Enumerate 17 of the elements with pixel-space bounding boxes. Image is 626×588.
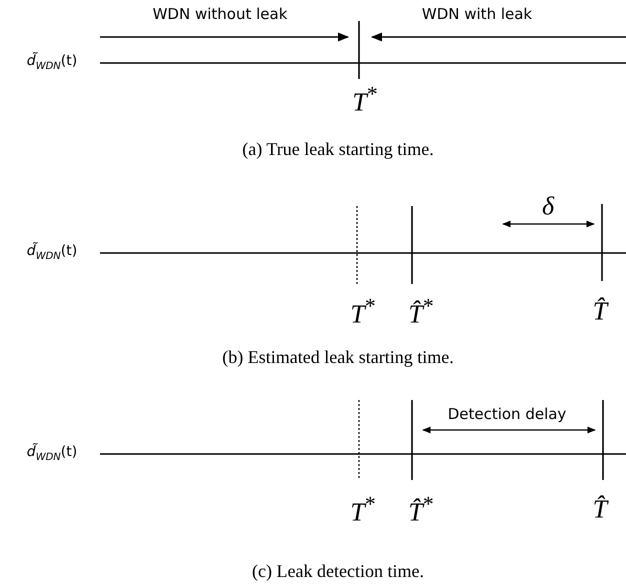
axis-label: d̃$_{WDN}$(t)	[26, 54, 78, 72]
time-label: T̂	[592, 298, 608, 326]
time-label: T$^{*}$	[352, 82, 378, 118]
dimension-label: Detection delay	[448, 406, 566, 422]
delta-label: δ	[542, 192, 554, 222]
axis-label: d̃$_{WDN}$(t)	[26, 445, 78, 463]
time-label: T̂	[592, 496, 608, 524]
subfigure-caption: (b) Estimated leak starting time.	[222, 348, 454, 368]
time-label: T̂$^{*}$	[408, 294, 434, 330]
subfigure-caption: (c) Leak detection time.	[252, 562, 424, 582]
time-label: T$^{*}$	[350, 294, 376, 330]
axis-label: d̃$_{WDN}$(t)	[26, 244, 78, 262]
segment-label: WDN without leak	[152, 6, 288, 22]
time-label: T$^{*}$	[350, 492, 376, 528]
segment-label: WDN with leak	[422, 6, 532, 22]
time-label: T̂$^{*}$	[408, 492, 434, 528]
subfigure-caption: (a) True leak starting time.	[242, 140, 434, 160]
